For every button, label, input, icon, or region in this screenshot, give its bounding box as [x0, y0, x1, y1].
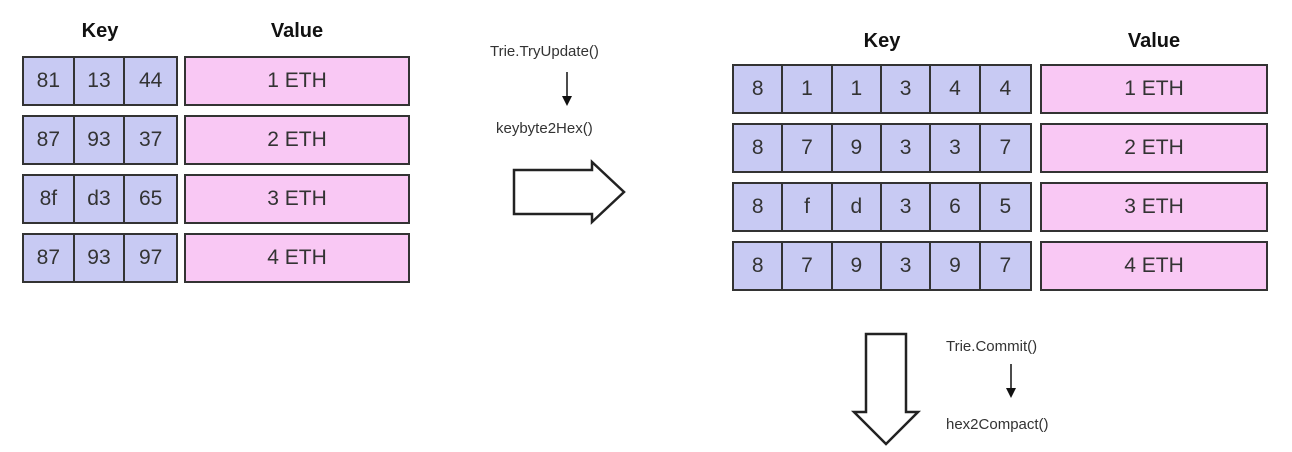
value-cell: 3 ETH — [1040, 182, 1268, 232]
key-cell: 8 — [734, 243, 784, 289]
key-cell: 9 — [832, 243, 882, 289]
key-cell: d — [832, 184, 882, 230]
key-cell: 8 — [734, 66, 784, 112]
key-cell: 8 — [734, 125, 784, 171]
key-cell: 97 — [125, 235, 176, 281]
key-cell: 3 — [931, 125, 981, 171]
down-block-arrow-icon — [850, 332, 922, 446]
key-cell: 65 — [125, 176, 176, 222]
key-cell: d3 — [74, 176, 126, 222]
key-cell: 37 — [125, 117, 176, 163]
key-cell: 13 — [74, 58, 126, 104]
down-arrow-icon — [562, 72, 572, 106]
key-cell: 87 — [24, 117, 75, 163]
value-cell: 2 ETH — [1040, 123, 1268, 173]
key-cell: 7 — [980, 125, 1030, 171]
left-key-header: Key — [81, 20, 119, 42]
hex2compact-label: hex2Compact() — [946, 416, 1049, 433]
key-cell: 9 — [832, 125, 882, 171]
left-value-header: Value — [270, 20, 324, 42]
key-cell: 7 — [783, 243, 833, 289]
value-cell: 4 ETH — [1040, 241, 1268, 291]
value-cell: 4 ETH — [184, 233, 410, 283]
right-key-header: Key — [863, 30, 901, 52]
key-cell: 7 — [783, 125, 833, 171]
trie-commit-label: Trie.Commit() — [946, 338, 1038, 355]
keybyte2hex-label: keybyte2Hex() — [496, 120, 593, 137]
key-cell: 4 — [931, 66, 981, 112]
key-cell: 1 — [783, 66, 833, 112]
value-cell: 1 ETH — [1040, 64, 1268, 114]
right-value-header: Value — [1127, 30, 1181, 52]
trie-tryupdate-label: Trie.TryUpdate() — [490, 43, 599, 60]
key-cell: f — [783, 184, 833, 230]
key-cell: 9 — [931, 243, 981, 289]
key-cell: 5 — [980, 184, 1030, 230]
key-cell: 4 — [980, 66, 1030, 112]
key-cell: 44 — [125, 58, 176, 104]
key-cell: 93 — [74, 235, 126, 281]
value-cell: 1 ETH — [184, 56, 410, 106]
key-cell: 3 — [881, 125, 932, 171]
key-cell: 8 — [734, 184, 784, 230]
value-cell: 3 ETH — [184, 174, 410, 224]
key-cell: 3 — [881, 66, 932, 112]
key-cell: 3 — [881, 243, 932, 289]
key-cell: 1 — [832, 66, 882, 112]
down-arrow-icon — [1006, 364, 1016, 398]
key-cell: 6 — [931, 184, 981, 230]
key-cell: 8f — [24, 176, 75, 222]
value-cell: 2 ETH — [184, 115, 410, 165]
key-cell: 93 — [74, 117, 126, 163]
right-arrow-icon — [512, 159, 626, 225]
key-cell: 87 — [24, 235, 75, 281]
key-cell: 3 — [881, 184, 932, 230]
key-cell: 7 — [980, 243, 1030, 289]
key-cell: 81 — [24, 58, 75, 104]
